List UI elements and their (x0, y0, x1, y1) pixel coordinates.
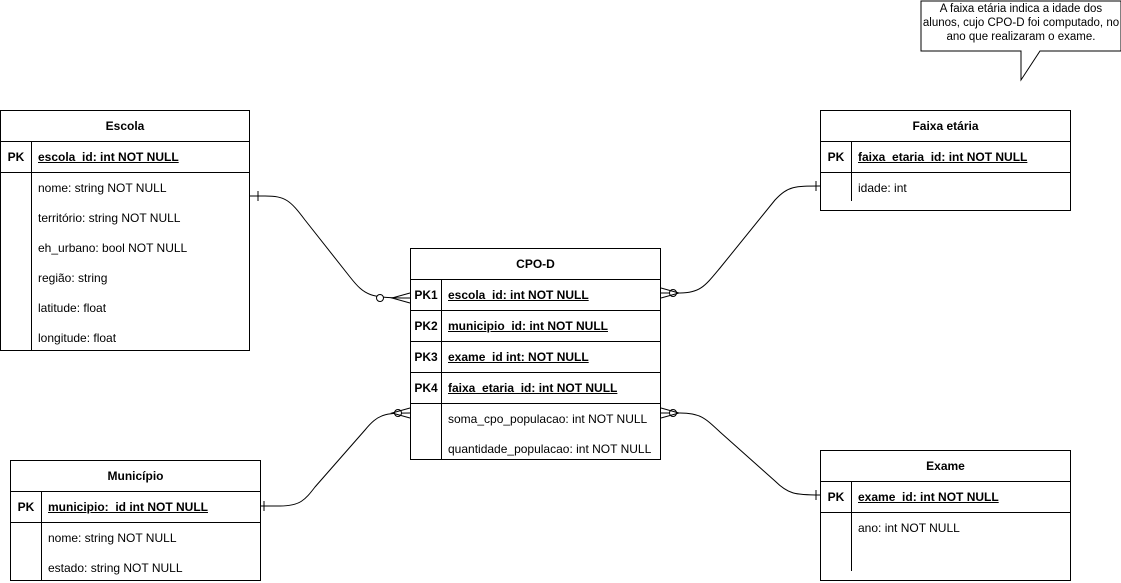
pk-label: PK (827, 150, 845, 164)
field: quantidade_populacao: int NOT NULL (448, 442, 652, 456)
field-row[interactable]: idade: int (821, 173, 1070, 203)
pk-field: escola_id: int NOT NULL (38, 150, 179, 164)
field: território: string NOT NULL (38, 211, 181, 225)
pk-field: escola_id: int NOT NULL (448, 288, 589, 302)
pk-label: PK4 (414, 381, 438, 395)
field: região: string (38, 271, 108, 285)
field: soma_cpo_populacao: int NOT NULL (448, 412, 648, 426)
note-callout-shape (920, 0, 1121, 82)
field: estado: string NOT NULL (48, 561, 183, 575)
link-cpod-faixa (661, 185, 821, 294)
field-row[interactable]: nome: string NOT NULL (1, 173, 249, 203)
pk-row[interactable]: PK exame_id: int NOT NULL (821, 482, 1070, 513)
pk-row[interactable]: PK1 escola_id: int NOT NULL (411, 280, 660, 311)
pk-field: faixa_etaria_id: int NOT NULL (448, 381, 618, 395)
entity-cpod[interactable]: CPO-D PK1 escola_id: int NOT NULL PK2 mu… (410, 248, 661, 460)
entity-title: CPO-D (411, 249, 660, 280)
entity-title: Faixa etária (821, 111, 1070, 142)
field: latitude: float (38, 301, 107, 315)
field: idade: int (858, 181, 907, 195)
link-escola-cpod (250, 195, 411, 299)
pk-field: municipio_id: int NOT NULL (448, 319, 608, 333)
pk-label: PK (827, 490, 845, 504)
pk-row[interactable]: PK escola_id: int NOT NULL (1, 142, 249, 173)
entity-exame[interactable]: Exame PK exame_id: int NOT NULL ano: int… (820, 450, 1071, 581)
link-municipio-cpod (261, 412, 411, 507)
field: eh_urbano: bool NOT NULL (38, 241, 188, 255)
entity-title: Município (11, 461, 260, 492)
pk-field: exame_id int: NOT NULL (448, 350, 589, 364)
pk-label: PK3 (414, 350, 438, 364)
pk-label: PK1 (414, 288, 438, 302)
field: ano: int NOT NULL (858, 521, 960, 535)
entity-title: Escola (1, 111, 249, 142)
field-row[interactable]: eh_urbano: bool NOT NULL (1, 233, 249, 263)
field-row[interactable]: estado: string NOT NULL (11, 553, 260, 583)
entity-municipio[interactable]: Município PK municipio:_id int NOT NULL … (10, 460, 261, 581)
link-cpod-exame (661, 412, 821, 496)
field-row[interactable]: latitude: float (1, 293, 249, 323)
pk-label: PK (7, 150, 25, 164)
pk-label: PK (17, 500, 35, 514)
pk-label: PK2 (414, 319, 438, 333)
field-row[interactable]: quantidade_populacao: int NOT NULL (411, 434, 660, 464)
note-text: A faixa etária indica a idade dos alunos… (922, 3, 1120, 43)
pk-field: faixa_etaria_id: int NOT NULL (858, 150, 1028, 164)
entity-escola[interactable]: Escola PK escola_id: int NOT NULL nome: … (0, 110, 250, 351)
pk-row[interactable]: PK2 municipio_id: int NOT NULL (411, 311, 660, 342)
field: longitude: float (38, 331, 117, 345)
pk-row[interactable]: PK3 exame_id int: NOT NULL (411, 342, 660, 373)
field-row[interactable]: ano: int NOT NULL (821, 513, 1070, 543)
field: nome: string NOT NULL (38, 181, 167, 195)
pk-row[interactable]: PK municipio:_id int NOT NULL (11, 492, 260, 523)
pk-field: exame_id: int NOT NULL (858, 490, 999, 504)
field-row[interactable]: região: string (1, 263, 249, 293)
field: nome: string NOT NULL (48, 531, 177, 545)
pk-row[interactable]: PK faixa_etaria_id: int NOT NULL (821, 142, 1070, 173)
pk-field: municipio:_id int NOT NULL (48, 500, 208, 514)
field-row[interactable]: território: string NOT NULL (1, 203, 249, 233)
field-row[interactable]: soma_cpo_populacao: int NOT NULL (411, 404, 660, 434)
entity-title: Exame (821, 451, 1070, 482)
field-row[interactable]: longitude: float (1, 323, 249, 353)
entity-faixa-etaria[interactable]: Faixa etária PK faixa_etaria_id: int NOT… (820, 110, 1071, 211)
pk-row[interactable]: PK4 faixa_etaria_id: int NOT NULL (411, 373, 660, 404)
field-row[interactable]: nome: string NOT NULL (11, 523, 260, 553)
